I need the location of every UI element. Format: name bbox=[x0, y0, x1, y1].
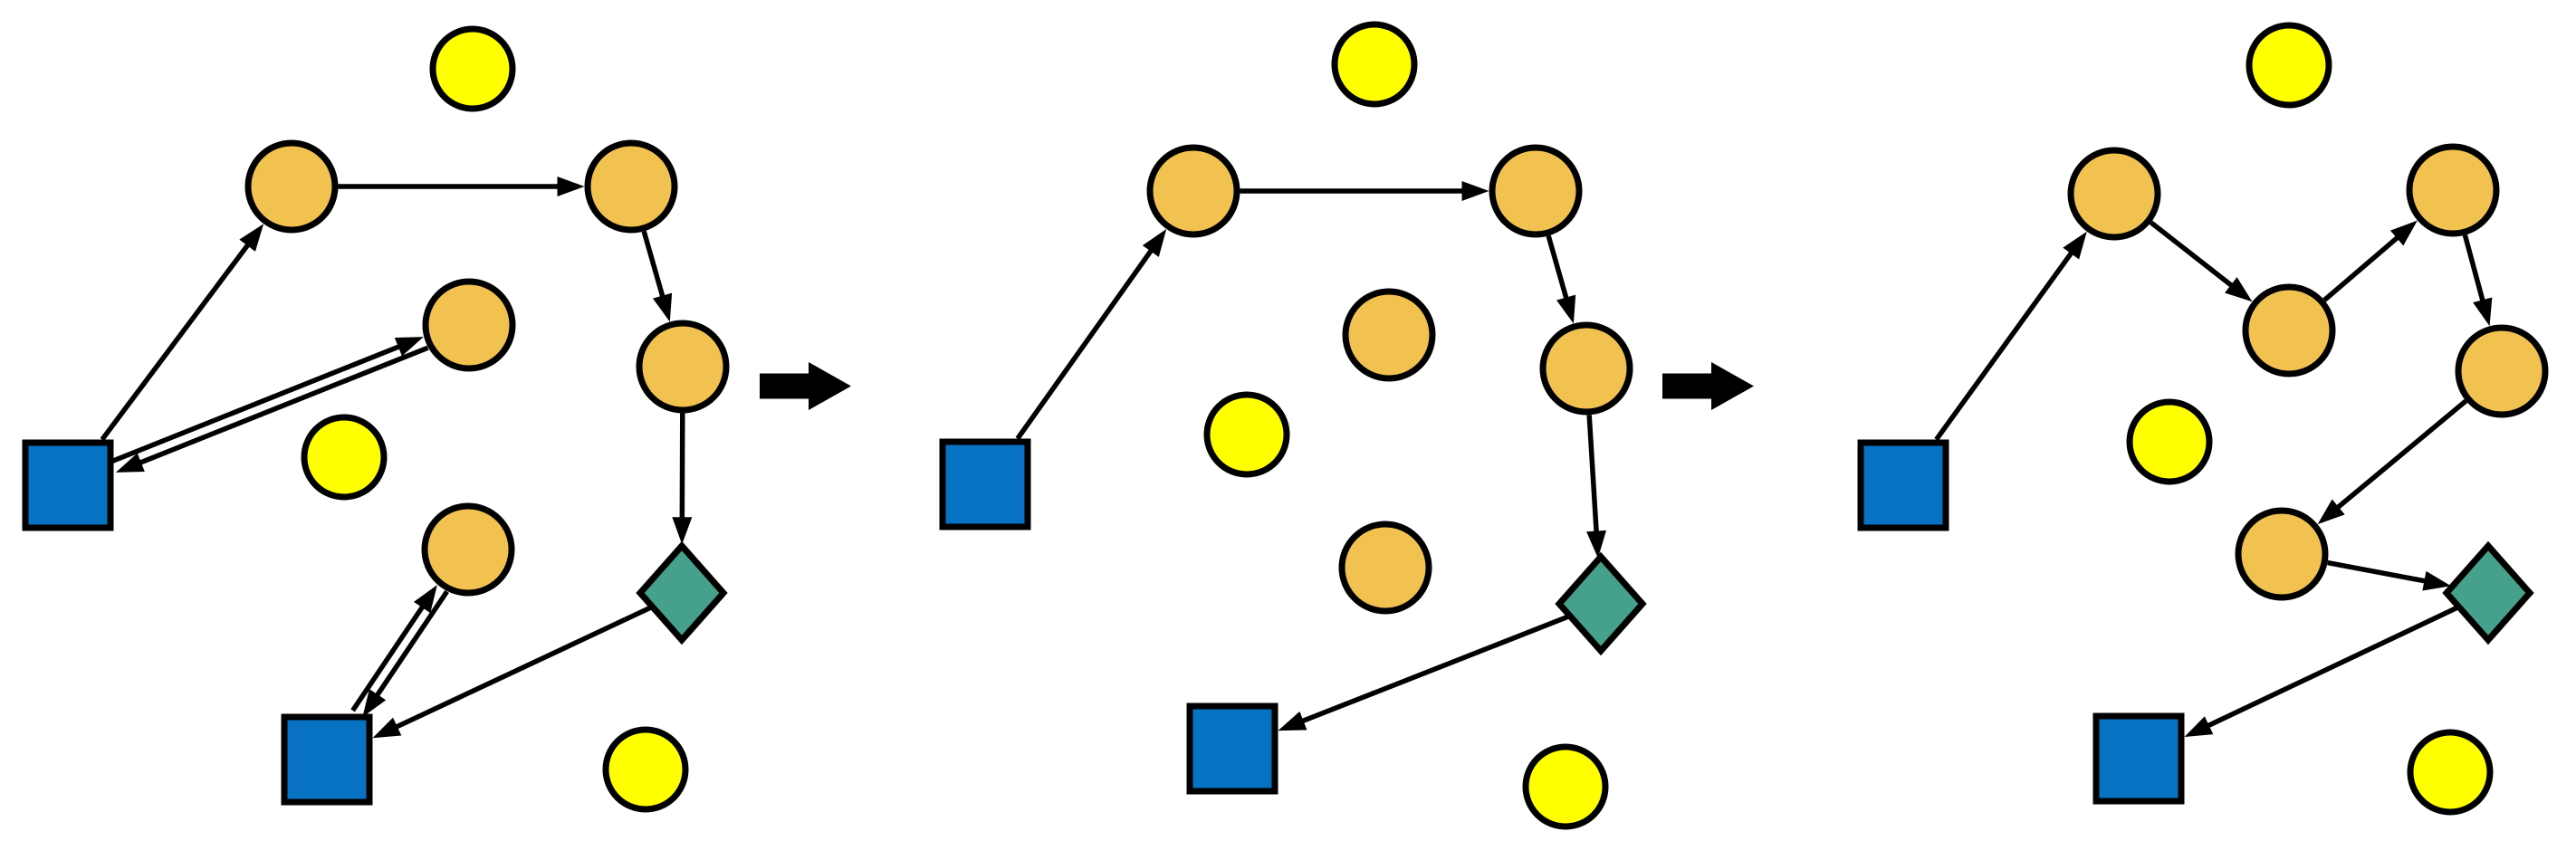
panel-1-node-y_mid-yellow-circle-node bbox=[301, 414, 388, 501]
panel-1-node-E-orange-circle-node bbox=[421, 502, 515, 597]
panel-1-node-y_bot-yellow-circle-node bbox=[602, 726, 689, 813]
transition-arrow-2-right-arrow-icon bbox=[1662, 362, 1754, 410]
panel-1-arrowhead-S2-to-E bbox=[414, 585, 437, 614]
panel-2-node-A-orange-circle-node bbox=[1146, 144, 1240, 238]
panel-1-edge-DM-to-S2 bbox=[389, 605, 653, 732]
panel-3-node-DM-teal-diamond-node bbox=[2442, 540, 2534, 645]
panel-2-edge-S1-to-A bbox=[1015, 244, 1157, 441]
panel-1-arrowhead-D-to-DM bbox=[672, 517, 693, 545]
panel-3-arrowhead-C-to-B bbox=[2389, 220, 2418, 246]
panel-1-node-DM-teal-diamond-node bbox=[636, 540, 728, 645]
panel-3-node-C-orange-circle-node bbox=[2242, 283, 2336, 377]
panel-1-edge-B-to-D bbox=[641, 230, 667, 304]
panel-3-edge-DM-to-S2 bbox=[2201, 605, 2459, 731]
panel-3-node-y_top-yellow-circle-node bbox=[2246, 22, 2332, 109]
panel-1-node-y_top-yellow-circle-node bbox=[429, 25, 516, 112]
panel-3-arrowhead-E-to-DM bbox=[2422, 570, 2451, 591]
panel-2-edge-D-to-DM bbox=[1586, 415, 1600, 539]
panel-2-node-y_mid-yellow-circle-node bbox=[1203, 391, 1290, 478]
panel-3-node-A-orange-circle-node bbox=[2067, 147, 2161, 241]
panel-1-edge-E-to-S2 bbox=[371, 589, 449, 702]
panel-3-node-y_mid-yellow-circle-node bbox=[2126, 398, 2213, 485]
panel-3-arrowhead-A-to-C bbox=[2225, 277, 2253, 302]
panel-1-node-A-orange-circle-node bbox=[244, 139, 339, 234]
panel-3-arrowhead-B-to-D bbox=[2473, 297, 2493, 327]
panel-2-node-DM-teal-diamond-node bbox=[1555, 551, 1647, 656]
panel-2-arrowhead-D-to-DM bbox=[1586, 530, 1607, 559]
panel-2-edge-B-to-D bbox=[1546, 234, 1571, 306]
panel-3-node-D-orange-circle-node bbox=[2455, 324, 2549, 418]
panel-1-edge-S1-to-C bbox=[110, 341, 407, 464]
panel-3-edge-C-to-B bbox=[2322, 231, 2404, 302]
panel-2-node-y_top-yellow-circle-node bbox=[1331, 21, 1418, 108]
panel-2 bbox=[939, 21, 1647, 830]
panel-3-arrowhead-S1-to-A bbox=[2063, 231, 2087, 260]
panel-2-arrowhead-A-to-B bbox=[1461, 181, 1489, 201]
panel-1-arrowhead-DM-to-S2 bbox=[372, 717, 402, 739]
panel-3-node-S2-blue-square-node bbox=[2092, 712, 2185, 805]
panel-1-edge-C-to-S1 bbox=[133, 345, 429, 468]
transition-arrow-1-right-arrow-icon bbox=[760, 362, 851, 410]
panel-1-arrowhead-S1-to-C bbox=[394, 337, 424, 357]
panel-3-node-y_bot-yellow-circle-node bbox=[2407, 729, 2494, 816]
panel-1-node-D-orange-circle-node bbox=[636, 320, 730, 414]
panel-1-arrowhead-S1-to-A bbox=[239, 224, 264, 252]
panel-1-arrowhead-E-to-S2 bbox=[362, 689, 387, 718]
panel-2-node-S2-blue-square-node bbox=[1186, 702, 1278, 795]
panel-3-node-B-orange-circle-node bbox=[2406, 143, 2500, 237]
panel-1-node-B-orange-circle-node bbox=[584, 139, 678, 234]
panel-3-arrowhead-DM-to-S2 bbox=[2184, 716, 2214, 738]
panel-1 bbox=[22, 25, 730, 813]
panel-3-node-E-orange-circle-node bbox=[2235, 507, 2329, 601]
panel-2-arrowhead-DM-to-S2 bbox=[1278, 711, 1307, 731]
panel-3-edge-B-to-D bbox=[2462, 234, 2487, 308]
panel-2-arrowhead-B-to-D bbox=[1556, 294, 1576, 324]
panel-3-arrowhead-D-to-E bbox=[2317, 499, 2345, 525]
panel-2-arrowhead-S1-to-A bbox=[1142, 228, 1167, 257]
panel-3-edge-A-to-C bbox=[2149, 220, 2238, 291]
panel-3-edge-S1-to-A bbox=[1934, 245, 2078, 442]
panel-3-edge-D-to-E bbox=[2331, 398, 2468, 514]
panel-2-node-S1-blue-square-node bbox=[939, 438, 1031, 530]
panel-1-arrowhead-B-to-D bbox=[652, 292, 673, 322]
panel-1-node-S1-blue-square-node bbox=[22, 439, 114, 531]
panel-1-arrowhead-C-to-S1 bbox=[115, 453, 145, 473]
panel-1-edge-S2-to-E bbox=[350, 599, 428, 712]
panel-2-node-D-orange-circle-node bbox=[1539, 321, 1633, 416]
panel-2-node-y_bot-yellow-circle-node bbox=[1522, 743, 1609, 830]
panel-2-node-C-orange-circle-node bbox=[1342, 288, 1436, 382]
panel-1-node-C-orange-circle-node bbox=[422, 278, 516, 372]
panel-1-node-S2-blue-square-node bbox=[281, 713, 373, 806]
panel-3-edge-E-to-DM bbox=[2327, 559, 2432, 585]
panel-2-edge-DM-to-S2 bbox=[1295, 614, 1570, 726]
panel-3 bbox=[1857, 22, 2549, 816]
panel-1-edge-S1-to-A bbox=[100, 238, 254, 442]
panel-1-arrowhead-A-to-B bbox=[557, 177, 585, 196]
panel-3-node-S1-blue-square-node bbox=[1857, 439, 1949, 531]
panel-2-node-B-orange-circle-node bbox=[1489, 144, 1583, 238]
panel-2-node-E-orange-circle-node bbox=[1338, 521, 1432, 615]
